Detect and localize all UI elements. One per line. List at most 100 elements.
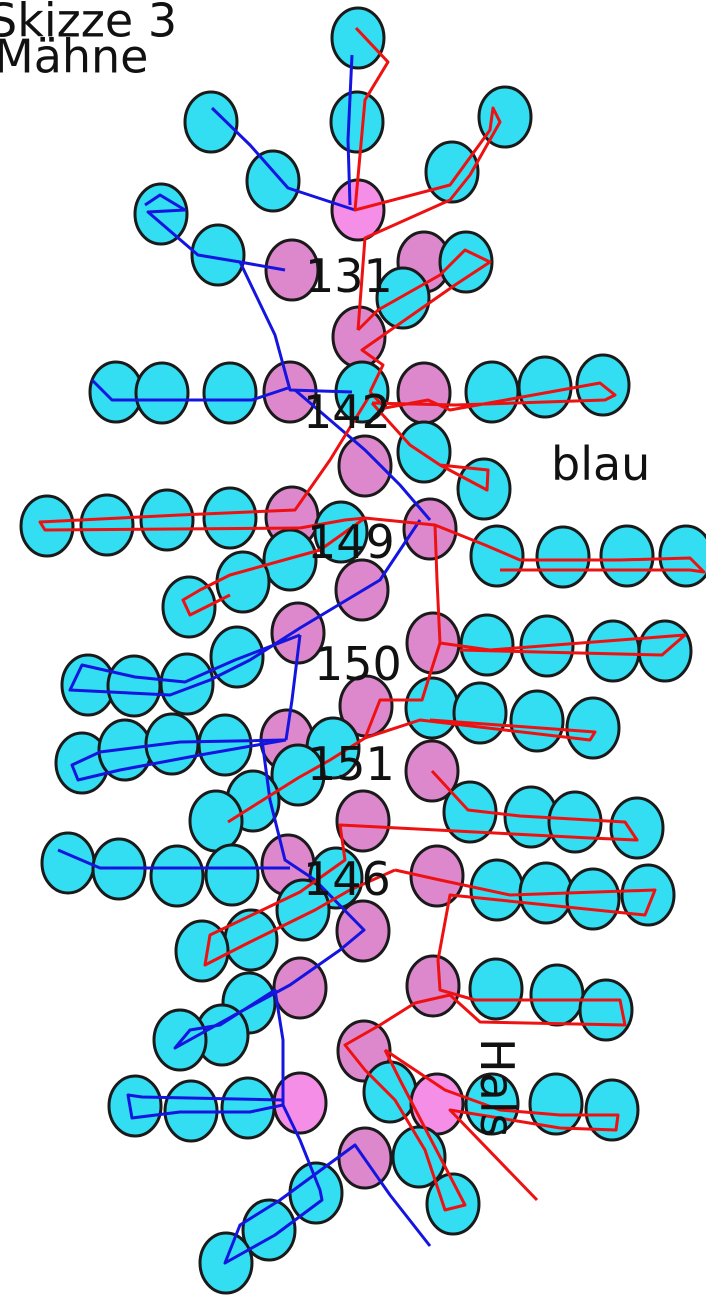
strand-node-33 xyxy=(469,524,525,588)
red-strand-path-5 xyxy=(299,516,706,574)
strand-node-8 xyxy=(190,223,246,287)
red-strand-path-11 xyxy=(394,868,657,1027)
strand-node-74 xyxy=(204,843,260,907)
strand-node-81 xyxy=(620,863,676,927)
node-label-131: 131 xyxy=(305,249,393,303)
diagram-title-line1: Skizze 3 xyxy=(0,0,177,47)
red-strand-path-1 xyxy=(356,248,492,393)
blue-strand-path-12 xyxy=(126,1093,284,1120)
red-strand-path-7 xyxy=(433,524,687,657)
crossing-node-98 xyxy=(272,1071,328,1135)
strand-node-46 xyxy=(585,619,641,683)
crossing-node-66 xyxy=(335,789,391,853)
red-strand-path-3 xyxy=(370,401,490,492)
strand-node-27 xyxy=(79,493,135,557)
strand-node-55 xyxy=(565,696,621,760)
crossing-node-24 xyxy=(337,434,393,498)
crossing-node-86 xyxy=(272,956,328,1020)
crossing-node-77 xyxy=(409,844,465,908)
strand-node-34 xyxy=(535,525,591,589)
strand-node-44 xyxy=(459,613,515,677)
red-strand-path-12 xyxy=(343,993,467,1212)
crossing-node-9 xyxy=(264,238,320,302)
label-layer: Skizze 3 Mähne 131 142 149 150 151 146 b… xyxy=(0,0,650,1138)
node-label-142: 142 xyxy=(303,385,391,439)
node-label-150: 150 xyxy=(314,637,402,691)
strand-node-36 xyxy=(658,524,706,588)
red-strand-path-0 xyxy=(353,26,502,331)
blue-strand-path-5 xyxy=(294,388,432,521)
blue-strand-path-13 xyxy=(223,1104,432,1265)
strand-node-28 xyxy=(139,488,195,552)
diagram-title-line2: Mähne xyxy=(0,29,149,83)
strand-node-89 xyxy=(529,963,585,1027)
strand-node-63 xyxy=(270,743,326,807)
strand-node-70 xyxy=(609,796,665,860)
strand-node-23 xyxy=(396,420,452,484)
red-strand-path-10 xyxy=(203,769,639,967)
strand-node-103 xyxy=(584,1078,640,1142)
strand-node-26 xyxy=(19,494,75,558)
strand-node-14 xyxy=(88,360,144,424)
node-label-151: 151 xyxy=(307,737,395,791)
strand-node-31 xyxy=(313,500,369,564)
strand-node-21 xyxy=(517,355,573,419)
strand-node-35 xyxy=(599,524,655,588)
strand-node-102 xyxy=(528,1072,584,1136)
red-strand-path-13 xyxy=(384,1048,620,1202)
strand-node-69 xyxy=(547,790,603,854)
strand-node-4 xyxy=(245,149,301,213)
strand-node-80 xyxy=(565,867,621,931)
path-layer xyxy=(38,26,706,1265)
node-label-146: 146 xyxy=(303,852,391,906)
color-label-blau: blau xyxy=(551,437,650,491)
strand-node-52 xyxy=(404,676,460,740)
strand-node-59 xyxy=(197,713,253,777)
strand-node-48 xyxy=(60,653,116,717)
blue-strand-path-10 xyxy=(57,848,290,870)
region-label-hals: Hals xyxy=(470,1038,524,1138)
node-label-149: 149 xyxy=(307,515,395,569)
strand-node-99 xyxy=(362,1060,418,1124)
strand-node-82 xyxy=(275,878,331,942)
strand-node-84 xyxy=(174,919,230,983)
red-strand-path-2 xyxy=(368,381,617,412)
strand-node-88 xyxy=(468,957,524,1021)
strand-node-37 xyxy=(262,528,318,592)
blue-strand-path-6 xyxy=(68,519,422,697)
strand-node-1 xyxy=(329,90,385,154)
strand-node-107 xyxy=(425,1172,481,1236)
blue-strand-path-8 xyxy=(70,738,287,782)
crossing-node-87 xyxy=(405,954,461,1018)
red-strand-path-9 xyxy=(227,736,366,824)
crossing-node-43 xyxy=(405,611,461,675)
blue-strand-path-0 xyxy=(346,54,354,206)
strand-node-39 xyxy=(161,575,217,639)
strand-node-15 xyxy=(134,361,190,425)
strand-node-73 xyxy=(149,844,205,908)
red-strand-path-4 xyxy=(38,394,372,532)
blue-strand-path-7 xyxy=(284,634,302,741)
blue-strand-path-11 xyxy=(173,878,366,1105)
strand-node-54 xyxy=(509,689,565,753)
strand-node-29 xyxy=(202,486,258,550)
strand-node-0 xyxy=(330,6,386,70)
blue-strand-path-1 xyxy=(210,106,356,212)
strand-node-3 xyxy=(477,85,533,149)
crossing-node-32 xyxy=(402,497,458,561)
blue-strand-path-9 xyxy=(260,739,316,882)
strand-node-38 xyxy=(215,550,271,614)
red-strand-path-6 xyxy=(181,516,366,617)
strand-node-104 xyxy=(391,1125,447,1189)
strand-node-2 xyxy=(183,90,239,154)
strand-node-16 xyxy=(202,361,258,425)
blue-strand-path-3 xyxy=(238,261,353,394)
strand-node-50 xyxy=(159,652,215,716)
strand-node-49 xyxy=(106,654,162,718)
strand-node-65 xyxy=(188,789,244,853)
strand-node-7 xyxy=(133,182,189,246)
strand-node-78 xyxy=(469,858,525,922)
strand-node-95 xyxy=(107,1074,163,1138)
